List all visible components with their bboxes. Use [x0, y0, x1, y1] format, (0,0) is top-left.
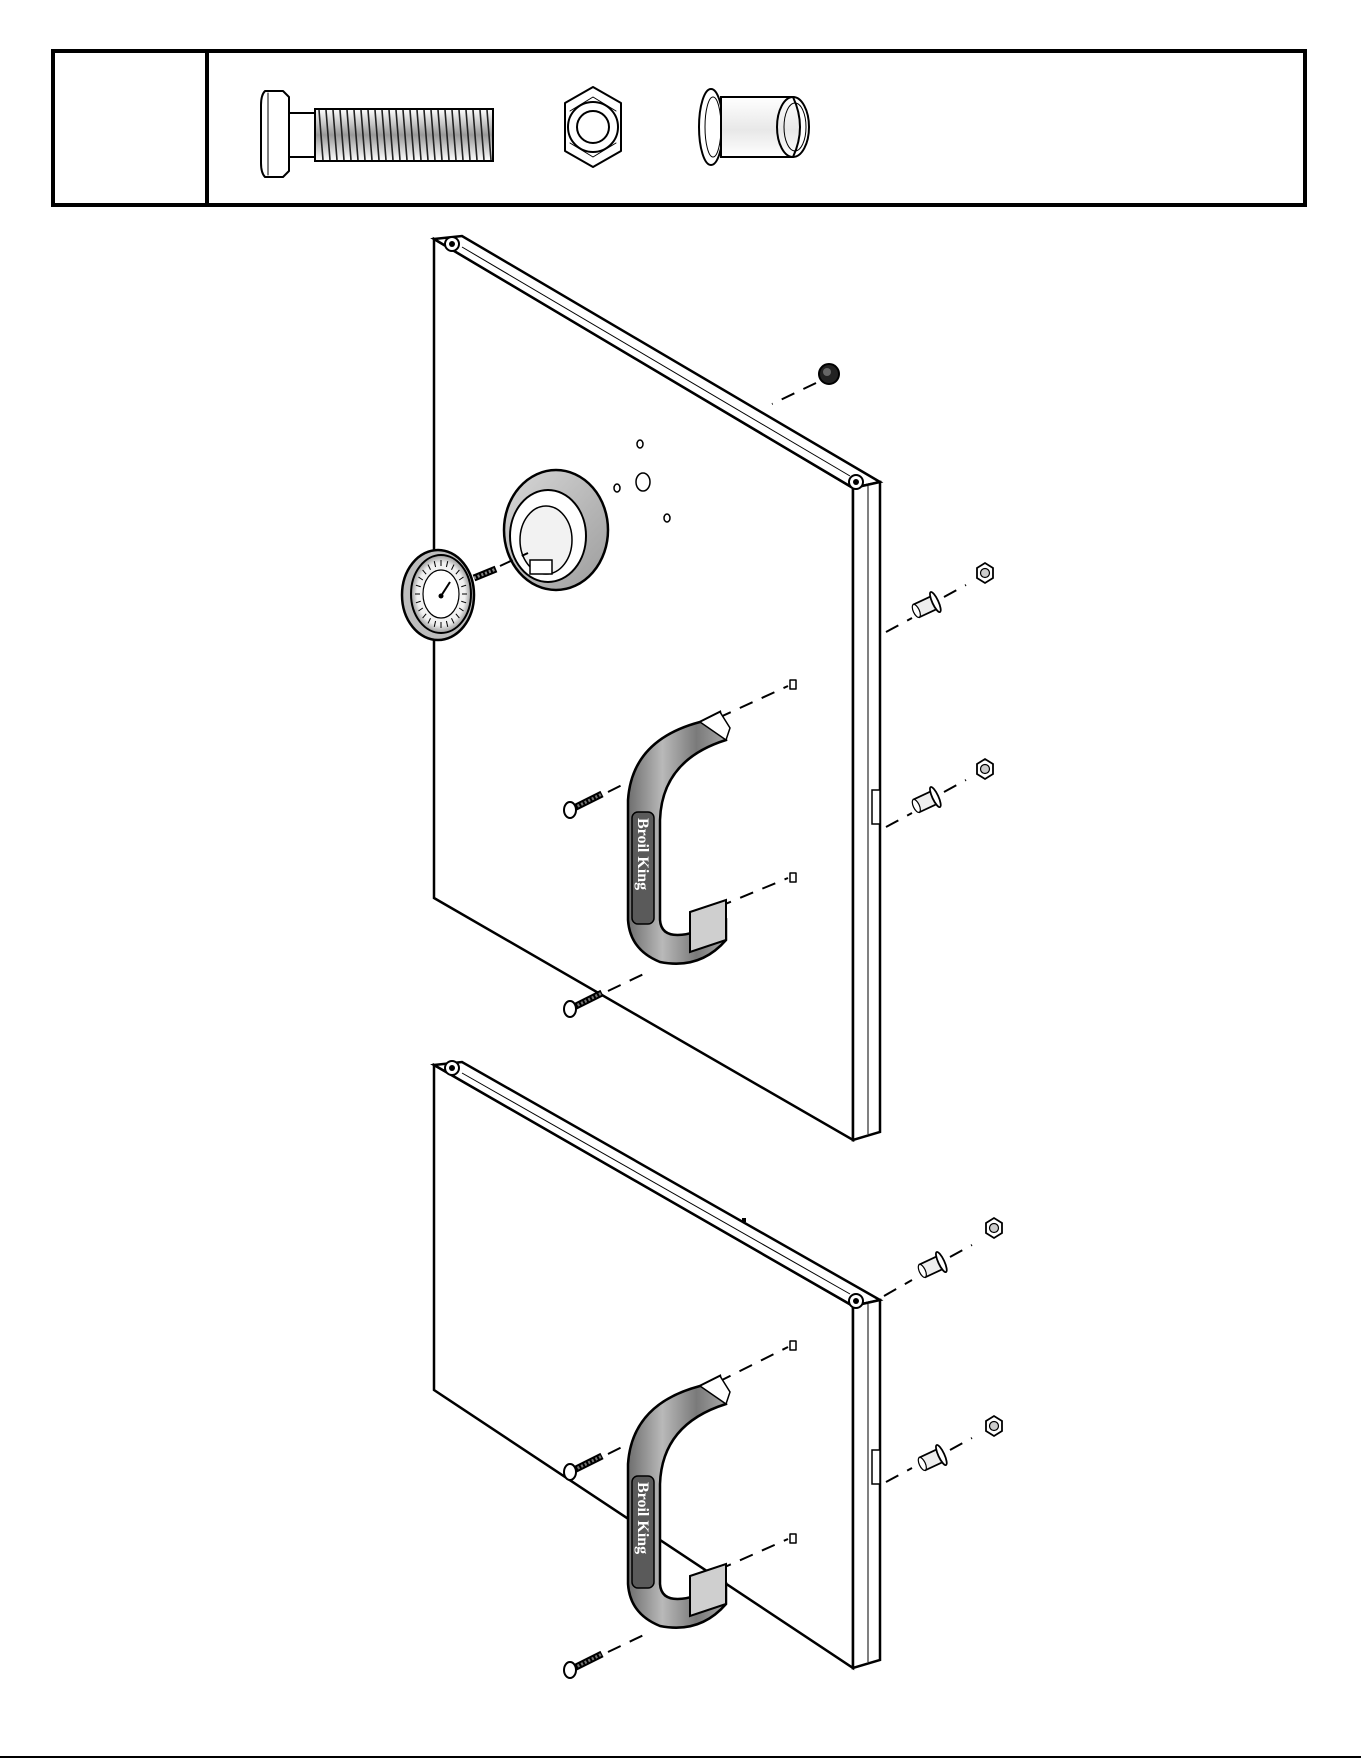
- hinge-hardware-upper-1: [886, 563, 993, 632]
- lower-door: Broil King: [434, 1061, 1002, 1678]
- handle-brand-text: Broil King: [634, 1482, 651, 1554]
- handle-brand-text: Broil King: [634, 818, 651, 890]
- hinge-hardware-lower-2: [886, 1416, 1002, 1482]
- footer-rule: [0, 1756, 1361, 1758]
- hinge-hardware-lower-1: [884, 1218, 1002, 1296]
- handle-screw-lower-2: [564, 1632, 650, 1678]
- cap-nut-icon: [819, 364, 839, 384]
- upper-door: Broil King: [402, 236, 993, 1140]
- hinge-hardware-upper-2: [886, 759, 993, 827]
- thermometer-bezel-icon: [504, 470, 608, 590]
